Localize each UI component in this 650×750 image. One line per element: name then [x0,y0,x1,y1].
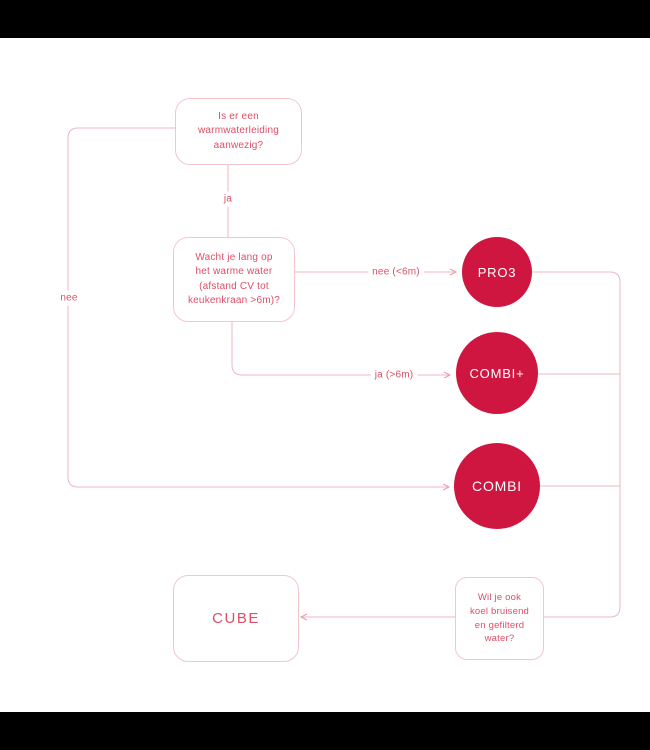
result-combi-plus-circle: COMBI+ [456,332,538,414]
edge-pro3-to-q3-path [532,271,621,618]
edge-label-nee-6m: nee (<6m) [368,264,424,280]
question-wachttijd: Wacht je lang op het warme water (afstan… [173,237,295,322]
question-koel-bruisend: Wil je ook koel bruisend en gefilterd wa… [455,577,544,660]
edge-label-ja-6m: ja (>6m) [370,367,418,383]
result-cube-label: CUBE [212,609,260,627]
result-combi-plus-label: COMBI+ [469,365,525,381]
result-combi-circle: COMBI [454,443,540,529]
result-pro3-label: PRO3 [477,264,517,280]
bottom-black-bar [0,712,650,750]
question-wachttijd-text: Wacht je lang op het warme water (afstan… [187,251,281,307]
edge-ja6m-path [231,320,450,375]
result-combi-label: COMBI [472,478,522,494]
result-cube-box: CUBE [173,575,299,662]
question-koel-bruisend-text: Wil je ook koel bruisend en gefilterd wa… [469,591,530,645]
result-pro3-circle: PRO3 [462,237,532,307]
edge-nee-path [67,127,449,487]
top-black-bar [0,0,650,38]
edge-label-ja: ja [219,191,237,207]
edge-label-nee: nee [56,290,82,306]
question-warmwaterleiding-text: Is er een warmwaterleiding aanwezig? [197,110,279,151]
question-warmwaterleiding: Is er een warmwaterleiding aanwezig? [175,98,302,165]
